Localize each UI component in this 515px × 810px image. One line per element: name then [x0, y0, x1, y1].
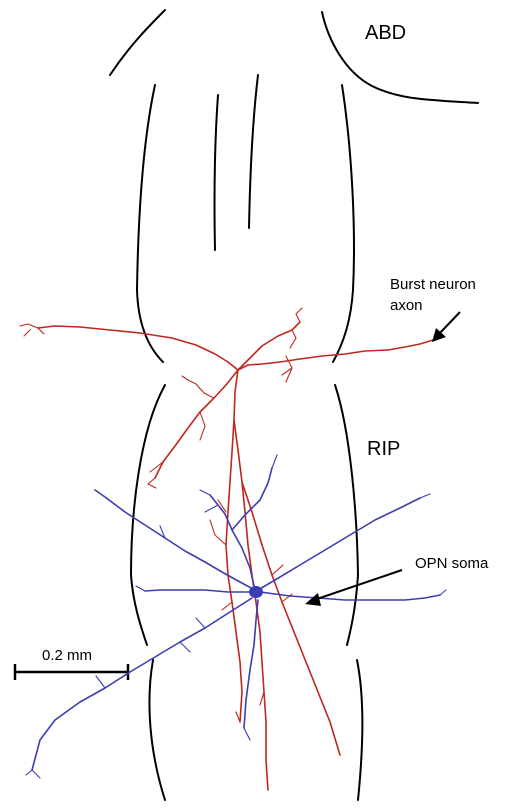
label-burst-line-2: axon: [390, 295, 476, 316]
opn-dendrite-twigs: [26, 455, 446, 778]
burst-neuron-axon-arbor: [20, 308, 433, 790]
opn-dendrite-lower-left-long: [32, 598, 252, 770]
opn-dendrite-right-horizontal: [260, 592, 440, 600]
burst-axon-descending-center: [234, 420, 268, 790]
label-opn-soma: OPN soma: [415, 553, 488, 574]
outline-inner-line-2: [249, 75, 258, 228]
omnipause-neuron: [26, 455, 446, 778]
outline-upper-left-contour: [137, 85, 163, 362]
burst-axon-upper-left-branch: [155, 370, 238, 478]
brainstem-outline: [110, 10, 478, 800]
burst-axon-main-branch: [238, 340, 433, 370]
label-scale-bar: 0.2 mm: [42, 645, 92, 666]
burst-axon-left-tip-twigs: [20, 324, 44, 336]
burst-axon-descending-twigs: [210, 500, 292, 722]
outline-inner-line-1: [214, 95, 218, 250]
label-burst-neuron: Burst neuron axon: [390, 274, 476, 316]
opn-soma-body: [249, 586, 263, 598]
burst-axon-left-long-branch: [38, 326, 238, 370]
outline-lower-right-contour: [335, 385, 358, 645]
outline-top-left-curve: [110, 10, 165, 75]
label-burst-line-1: Burst neuron: [390, 274, 476, 295]
opn-dendrite-left-horizontal: [145, 590, 252, 592]
outline-upper-right-contour: [333, 85, 354, 362]
opn-dendrite-lower-center: [244, 600, 258, 728]
opn-dendrite-upper-left-long: [95, 490, 255, 590]
burst-axon-upper-right-twigs: [282, 308, 302, 382]
opn-dendrite-right-long: [258, 498, 420, 590]
label-abd: ABD: [365, 22, 406, 45]
opn-soma-arrow-head: [305, 593, 321, 606]
outline-bottom-left-contour: [149, 660, 165, 800]
outline-bottom-right-contour: [357, 660, 362, 800]
scale-bar: [15, 664, 128, 680]
label-rip: RIP: [367, 438, 400, 461]
outline-lower-left-contour: [131, 385, 165, 645]
opn-dendrite-upper-diagonal: [232, 468, 272, 530]
